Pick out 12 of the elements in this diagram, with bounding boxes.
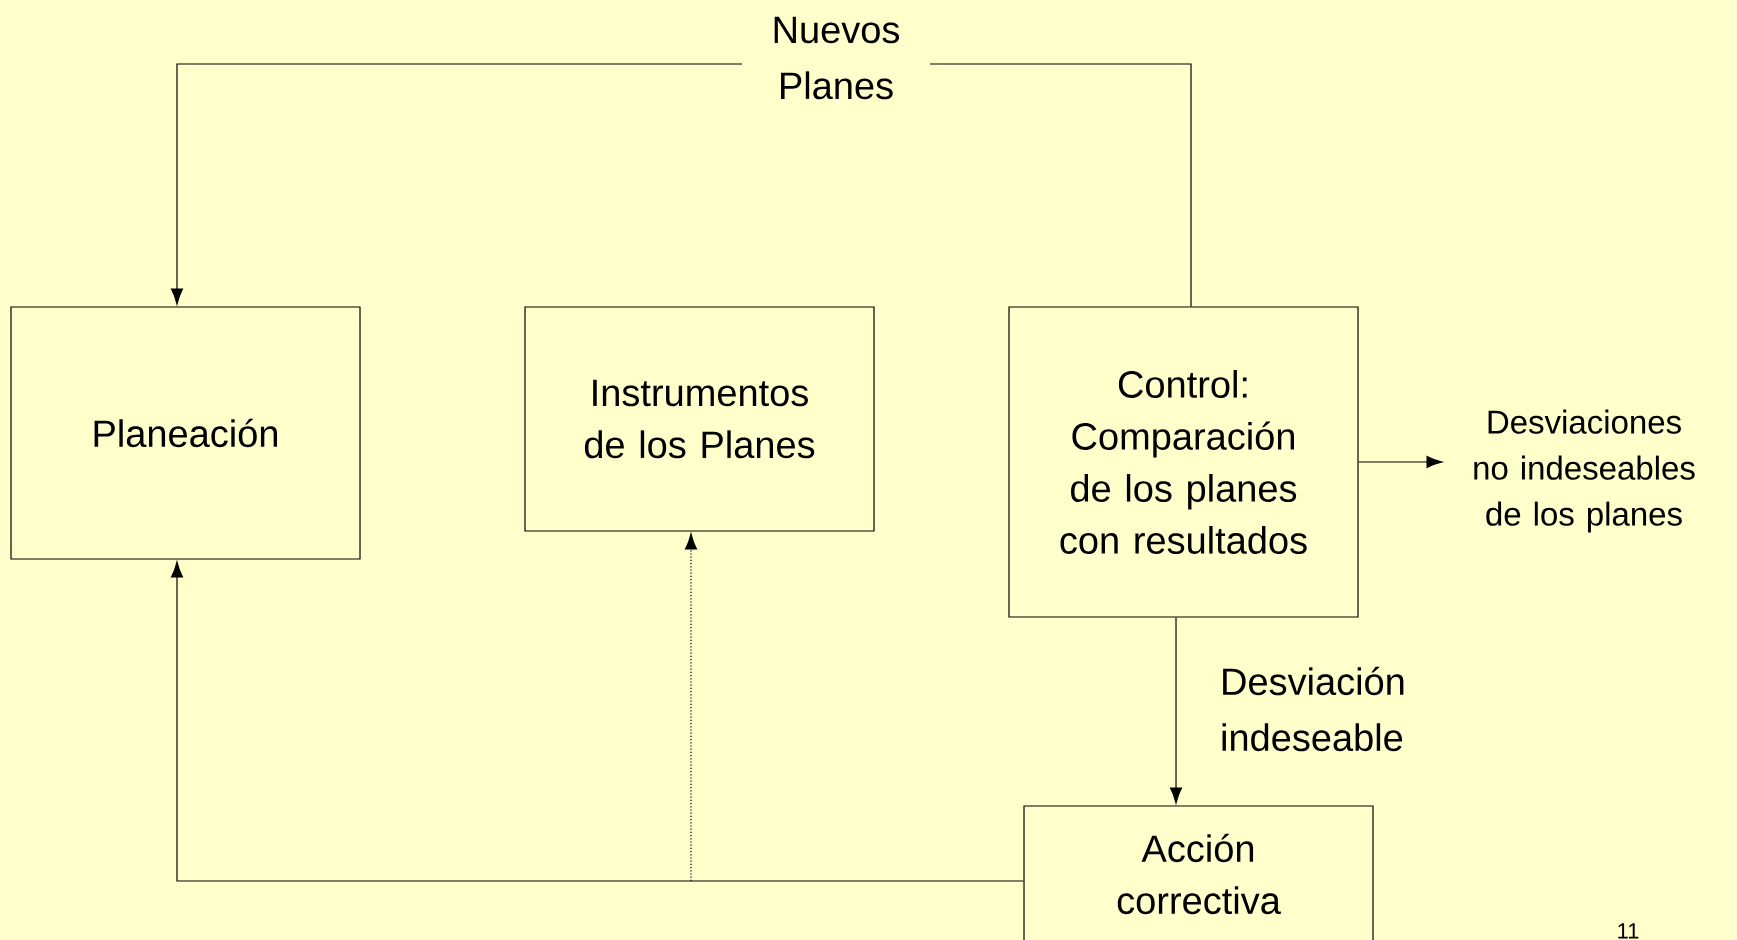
arrow	[1358, 455, 1443, 469]
process-box: Planeación	[10, 306, 361, 560]
arrow	[170, 561, 1024, 882]
process-box: Instrumentos de los Planes	[524, 306, 875, 532]
edge-label: Desviación indeseable	[1216, 662, 1404, 756]
arrow	[1169, 617, 1183, 804]
edge-label: Nuevos Planes	[742, 12, 930, 104]
outcome-text: Desviaciones no indeseables de los planes	[1474, 409, 1695, 533]
process-box: Acción correctiva	[1023, 805, 1374, 940]
page-number: 11	[1618, 923, 1639, 939]
arrow	[684, 533, 698, 882]
process-box: Control: Comparación de los planes con resultados	[1008, 306, 1359, 618]
